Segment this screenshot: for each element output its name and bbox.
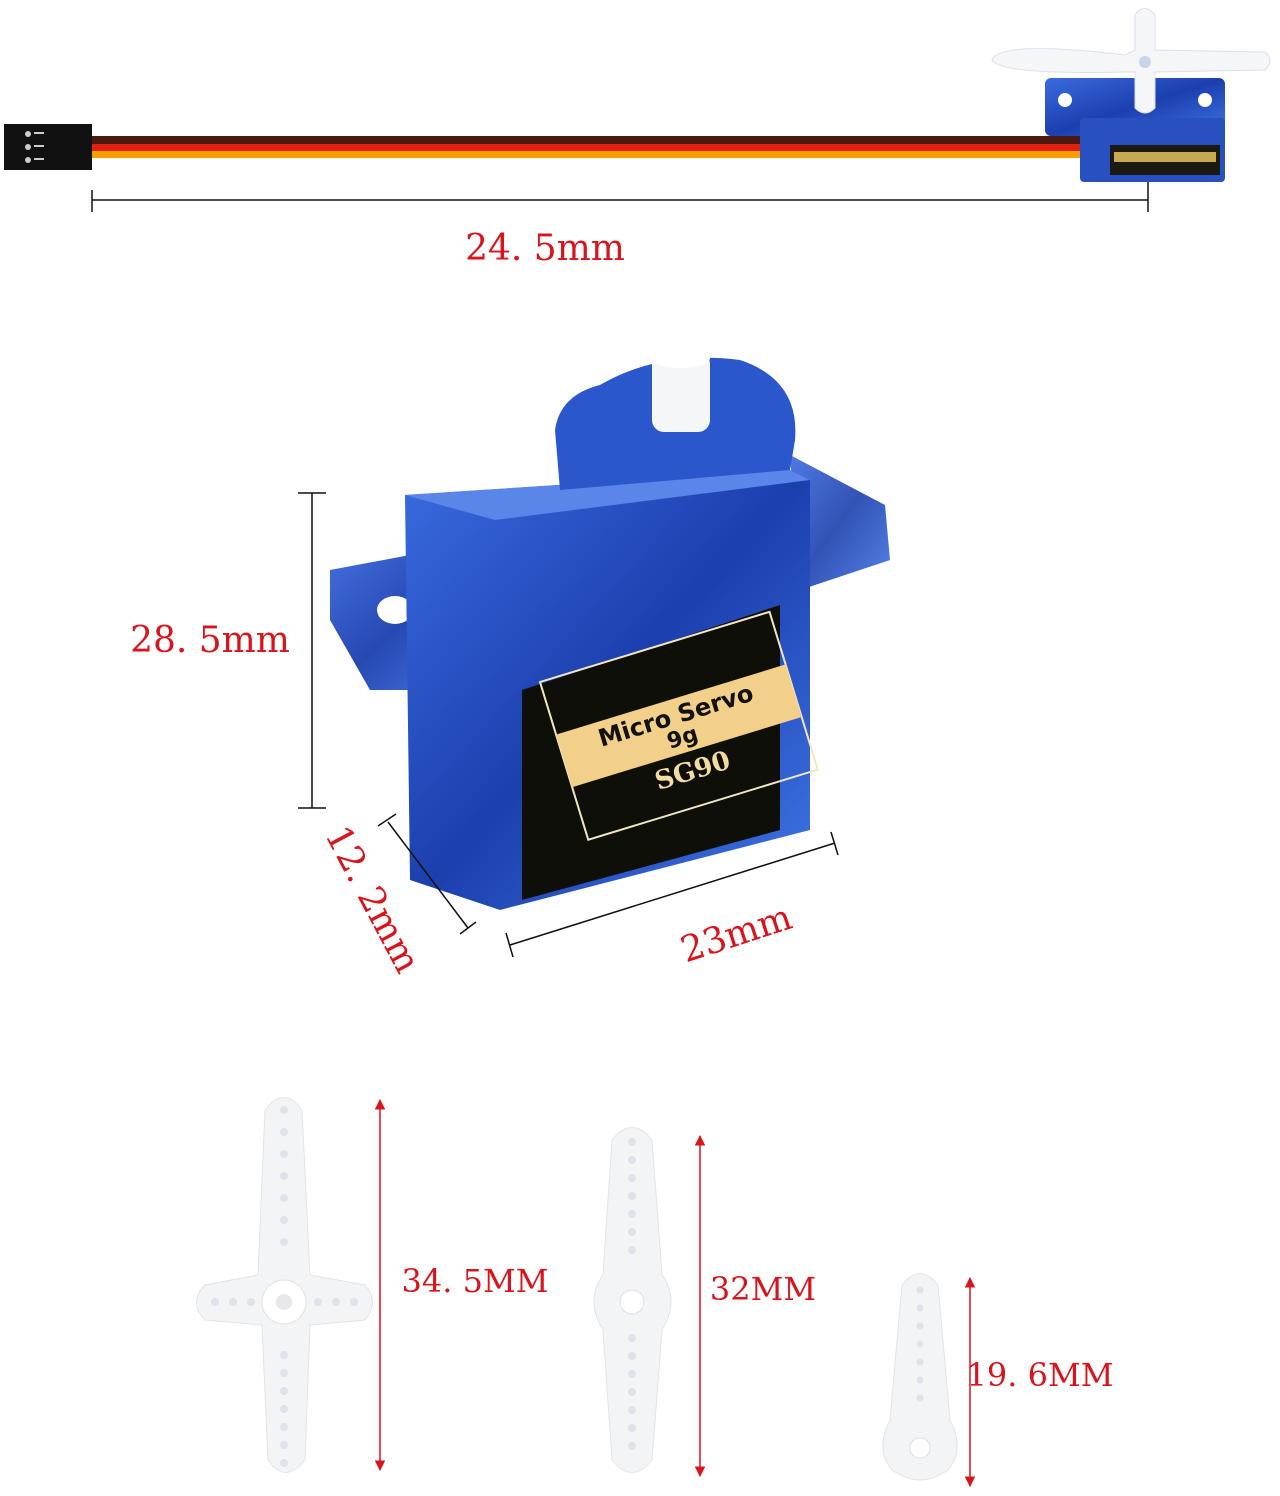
small-servo	[991, 8, 1271, 182]
horn-hole	[280, 1387, 288, 1395]
horn-hole	[628, 1388, 636, 1396]
horn-double-label: 32MM	[710, 1270, 816, 1308]
horn-hole	[211, 1298, 219, 1306]
horn-holes	[211, 1106, 924, 1467]
horn-hole	[628, 1246, 636, 1254]
wire-orange	[92, 151, 1092, 158]
horn-hole	[280, 1194, 288, 1202]
horn-cross-label: 34. 5MM	[402, 1262, 549, 1300]
height-dimension	[298, 492, 326, 809]
horn-hole	[247, 1298, 255, 1306]
cable-length-dimension	[91, 182, 1149, 212]
horn-hole	[280, 1369, 288, 1377]
horn-hole	[280, 1405, 288, 1413]
horn-hole	[916, 1376, 924, 1384]
horn-hole	[628, 1210, 636, 1218]
depth-dimension	[377, 813, 477, 935]
horn-hole	[916, 1340, 924, 1348]
horn-hole	[916, 1394, 924, 1402]
horn-hole	[628, 1442, 636, 1450]
horn-hole	[350, 1298, 358, 1306]
horn-hole	[280, 1441, 288, 1449]
horn-single-label: 19. 6MM	[967, 1356, 1114, 1394]
horn-cross	[196, 1097, 373, 1473]
wire-red	[92, 144, 1092, 151]
width-label: 23mm	[676, 897, 797, 971]
horn-hole	[628, 1174, 636, 1182]
horn-hole	[280, 1150, 288, 1158]
horn-hole	[916, 1358, 924, 1366]
horn-hole	[280, 1172, 288, 1180]
horn-hole	[229, 1298, 237, 1306]
horn-hole	[280, 1128, 288, 1136]
horn-hole	[332, 1298, 340, 1306]
horn-hole	[628, 1228, 636, 1236]
horn-hole	[916, 1322, 924, 1330]
horn-hole	[628, 1370, 636, 1378]
cable-length-label: 24. 5mm	[465, 228, 625, 269]
cable-assembly	[4, 124, 1092, 170]
horn-hole	[916, 1304, 924, 1312]
horn-hole	[628, 1156, 636, 1164]
horn-hole	[280, 1459, 288, 1467]
horn-hole	[628, 1424, 636, 1432]
horn-hole	[628, 1138, 636, 1146]
horn-hole	[280, 1423, 288, 1431]
height-label: 28. 5mm	[130, 620, 290, 661]
horn-hole	[628, 1352, 636, 1360]
horn-hole	[628, 1406, 636, 1414]
horn-hole	[280, 1351, 288, 1359]
horn-hole	[628, 1334, 636, 1342]
horn-hole	[280, 1216, 288, 1224]
connector	[4, 124, 92, 170]
horn-double	[593, 1127, 672, 1473]
width-dimension	[505, 831, 839, 958]
horn-hole	[628, 1192, 636, 1200]
main-servo: Micro Servo 9g SG90	[330, 348, 890, 910]
wire-brown	[92, 136, 1092, 144]
horn-hole	[916, 1286, 924, 1294]
horn-hole	[314, 1298, 322, 1306]
horn-hole	[280, 1238, 288, 1246]
horn-hole	[280, 1106, 288, 1114]
connector-pins-icon	[25, 131, 44, 163]
